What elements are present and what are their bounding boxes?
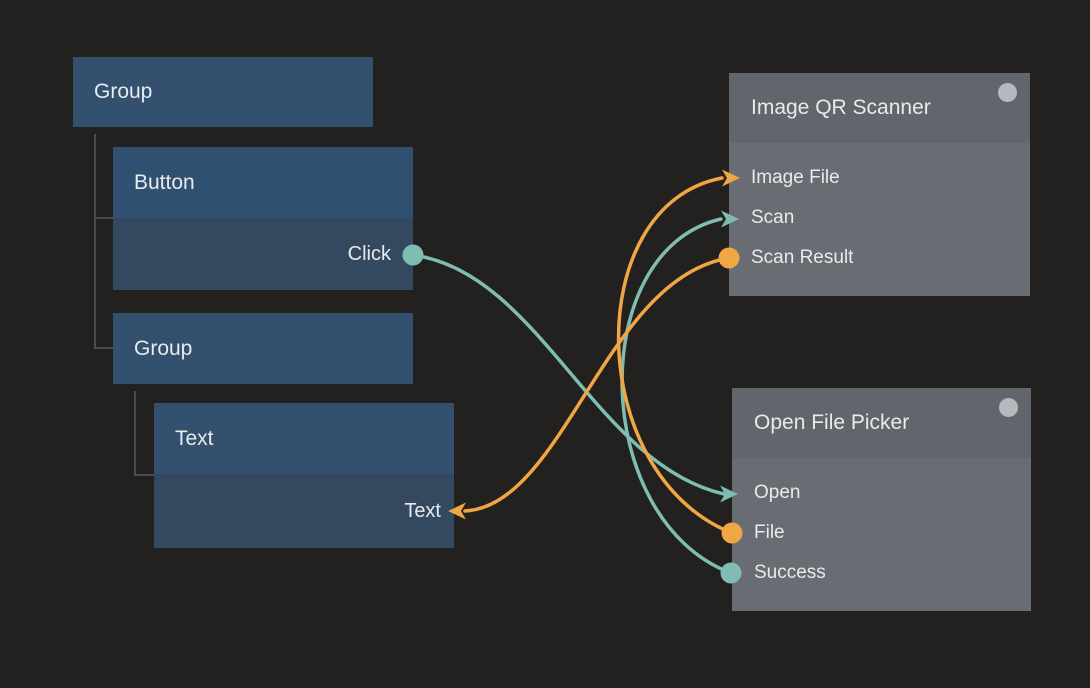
wire-scan-result-to-text[interactable]: [463, 256, 731, 513]
group-box-2[interactable]: Group: [113, 313, 413, 384]
port-row-success[interactable]: Success: [732, 553, 1031, 593]
scan-input-port-arrow-icon[interactable]: [721, 210, 739, 228]
port-row-image-file[interactable]: Image File: [729, 158, 1030, 198]
node-image-qr-scanner-body: Image File Scan Scan Result: [729, 143, 1030, 296]
group-box-2-title: Group: [134, 336, 193, 360]
tree-connector-vertical-2: [134, 391, 136, 475]
status-circle-icon[interactable]: [999, 398, 1018, 417]
text-input-port-row: Text: [154, 474, 454, 548]
image-file-input-port-arrow-icon[interactable]: [722, 169, 740, 187]
port-label-file: File: [754, 522, 785, 543]
port-label-image-file: Image File: [751, 167, 840, 188]
button-box-title-bar: Button: [113, 147, 413, 218]
status-circle-icon[interactable]: [998, 83, 1017, 102]
wire-success-to-scan[interactable]: [620, 217, 733, 575]
text-box-title-bar: Text: [154, 403, 454, 474]
node-image-qr-scanner-title: Image QR Scanner: [751, 96, 931, 119]
click-output-port-dot[interactable]: [402, 244, 424, 266]
tree-connector-branch-group2: [94, 347, 113, 349]
port-row-file[interactable]: File: [732, 513, 1031, 553]
button-box[interactable]: Button Click: [113, 147, 413, 290]
scan-result-output-port-dot[interactable]: [718, 247, 740, 269]
node-open-file-picker-header: Open File Picker: [732, 388, 1031, 458]
tree-connector-branch-text: [134, 474, 154, 476]
node-open-file-picker[interactable]: Open File Picker Open File Success: [732, 388, 1031, 611]
wire-click-to-open[interactable]: [411, 253, 726, 496]
group-box-1[interactable]: Group: [73, 57, 373, 127]
node-image-qr-scanner[interactable]: Image QR Scanner Image File Scan Scan Re…: [729, 73, 1030, 296]
group-box-1-title-bar: Group: [73, 57, 373, 127]
tree-connector-vertical-1: [94, 134, 96, 348]
button-click-port-label: Click: [347, 242, 391, 265]
group-box-1-title: Group: [94, 80, 153, 103]
port-label-scan-result: Scan Result: [751, 247, 854, 268]
button-click-port-row: Click: [113, 218, 413, 290]
port-label-open: Open: [754, 482, 801, 503]
port-label-scan: Scan: [751, 207, 795, 228]
node-open-file-picker-body: Open File Success: [732, 458, 1031, 611]
success-output-port-dot[interactable]: [720, 562, 742, 584]
button-box-title: Button: [134, 170, 195, 194]
open-input-port-arrow-icon[interactable]: [720, 485, 738, 503]
group-box-2-title-bar: Group: [113, 313, 413, 384]
port-row-open[interactable]: Open: [732, 473, 1031, 513]
text-box-title: Text: [175, 426, 214, 450]
text-input-port-label: Text: [404, 499, 441, 522]
text-box[interactable]: Text Text: [154, 403, 454, 548]
tree-connector-branch-button: [94, 217, 113, 219]
file-output-port-dot[interactable]: [721, 522, 743, 544]
node-image-qr-scanner-header: Image QR Scanner: [729, 73, 1030, 143]
node-open-file-picker-title: Open File Picker: [754, 411, 910, 434]
text-input-port-arrow-icon[interactable]: [448, 502, 466, 520]
port-row-scan[interactable]: Scan: [729, 198, 1030, 238]
port-row-scan-result[interactable]: Scan Result: [729, 238, 1030, 278]
wire-file-to-image-file[interactable]: [616, 176, 734, 535]
port-label-success: Success: [754, 562, 826, 583]
